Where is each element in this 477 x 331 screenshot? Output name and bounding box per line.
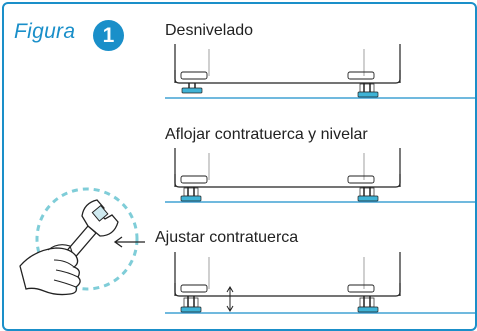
height-indicator-arrow [226, 286, 234, 312]
figure-label: Figura [14, 20, 76, 43]
arrow-left-icon [113, 236, 145, 248]
illustration [19, 44, 475, 314]
figure-number-badge: 1 [93, 20, 124, 51]
step-label-tighten: Ajustar contratuerca [155, 229, 299, 246]
wrench-in-hand-icon [19, 187, 139, 296]
step-label-unlevel: Desnivelado [165, 22, 254, 39]
washer-panel-tighten [165, 252, 475, 314]
washer-panel-loosen-level [165, 148, 475, 203]
washer-panel-unlevel [165, 44, 475, 99]
step-label-loosen-level: Aflojar contratuerca y nivelar [165, 126, 368, 143]
